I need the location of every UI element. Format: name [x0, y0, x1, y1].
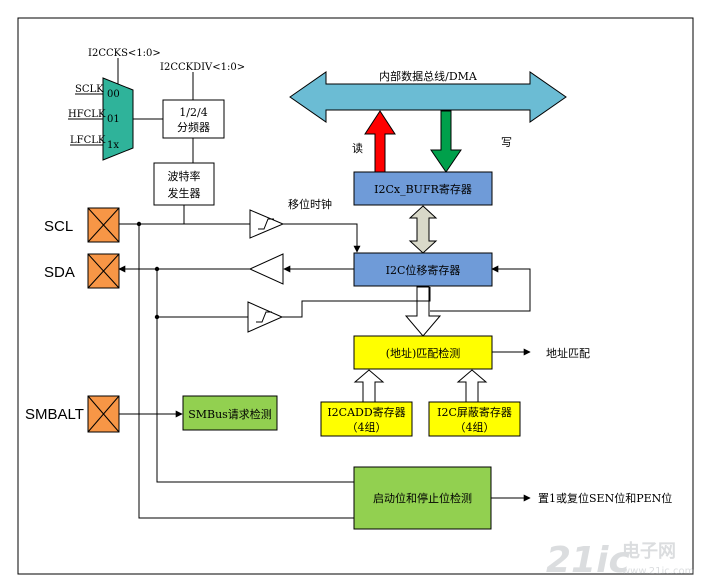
- write-arrow: [430, 110, 462, 173]
- shift-register-block: [353, 252, 493, 287]
- start-stop-detect-block: [353, 466, 492, 530]
- baud-line2: 发生器: [168, 186, 201, 200]
- watermark-cn: 电子网: [622, 540, 676, 562]
- sda-junction: [154, 266, 160, 272]
- smbus-request-detect-label: SMBus请求检测: [188, 407, 272, 421]
- read-arrow: [364, 110, 396, 173]
- scl-pin-label: SCL: [44, 218, 73, 235]
- mux-input-hfclk: HFCLK: [68, 109, 106, 120]
- divider-select-label: I2CCKDIV<1:0>: [160, 62, 245, 73]
- smbus-request-detect-block: [182, 395, 278, 431]
- mux-select-1x: 1x: [107, 140, 119, 151]
- address-match-label: (地址)匹配检测: [386, 346, 461, 360]
- set-reset-label: 置1或复位SEN位和PEN位: [538, 491, 672, 505]
- sda-input-buffer: [247, 301, 284, 333]
- i2cadd-line2: （4组）: [347, 420, 387, 434]
- watermark-main: 21ic: [546, 540, 630, 581]
- start-stop-detect-label: 启动位和停止位检测: [373, 491, 472, 505]
- smbalt-pin-icon: [87, 395, 120, 433]
- bufr-register-block: [353, 171, 493, 206]
- mask-line2: （4组）: [455, 420, 495, 434]
- write-label: 写: [501, 136, 512, 149]
- watermark-logo: 21ic 电子网 www.21ic.com: [546, 540, 694, 581]
- mask-register-up-arrow: [456, 369, 488, 403]
- sda-pin-icon: [87, 253, 120, 289]
- shift-register-label: I2C位移寄存器: [386, 263, 461, 277]
- mask-register-block: [428, 401, 521, 437]
- mux-select-00: 00: [107, 89, 120, 100]
- address-match-block: [353, 335, 493, 370]
- sda-pin-label: SDA: [44, 264, 75, 281]
- shift-to-match-arrow: [404, 286, 442, 337]
- diagram-frame: [17, 17, 694, 575]
- mux-input-sclk: SCLK: [75, 84, 104, 95]
- bufr-register-label: I2Cx_BUFR寄存器: [374, 182, 472, 196]
- watermark-sub: www.21ic.com: [622, 566, 694, 577]
- mux-select-label: I2CCKS<1:0>: [88, 48, 161, 59]
- sda-output-buffer: [248, 253, 284, 285]
- mask-line1: I2C屏蔽寄存器: [437, 405, 512, 419]
- internal-data-bus-arrow: [289, 71, 567, 123]
- divider-line2: 分频器: [177, 120, 210, 134]
- mux-input-lfclk: LFCLK: [70, 135, 106, 146]
- scl-junction: [136, 221, 142, 227]
- bidirectional-transfer-arrow: [408, 205, 438, 254]
- sda-branch-junction: [154, 314, 160, 320]
- scl-pin-icon: [87, 207, 120, 243]
- address-match-output-label: 地址匹配: [546, 346, 590, 360]
- smbalt-pin-label: SMBALT: [25, 406, 84, 423]
- bus-label: 内部数据总线/DMA: [379, 69, 478, 83]
- addr-register-up-arrow: [353, 369, 385, 403]
- clock-divider-block: [162, 99, 225, 139]
- baud-line1: 波特率: [168, 169, 201, 183]
- divider-line1: 1/2/4: [179, 106, 207, 119]
- i2cadd-register-block: [320, 401, 413, 437]
- baud-rate-generator-block: [153, 162, 215, 206]
- read-label: 读: [352, 141, 363, 155]
- mux-select-01: 01: [107, 114, 120, 125]
- i2cadd-line1: I2CADD寄存器: [327, 405, 405, 419]
- shift-clock-label: 移位时钟: [288, 197, 332, 211]
- clock-mux: [102, 77, 134, 161]
